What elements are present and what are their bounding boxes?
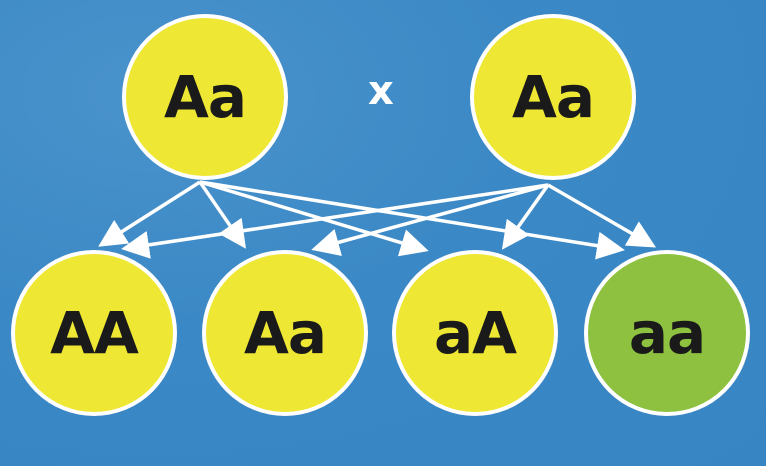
arrow-p1-to-aa: [199, 180, 625, 260]
arrow-p1-to-AA: [98, 180, 201, 247]
offspring-circle-aa: aa: [584, 250, 750, 416]
parent-2-genotype: Aa: [511, 63, 595, 131]
offspring-circle-AA: AA: [11, 250, 177, 416]
offspring-circle-aA: aA: [392, 250, 558, 416]
offspring-circle-Aa: Aa: [202, 250, 368, 416]
parent-1-genotype: Aa: [163, 63, 247, 131]
offspring-genotype: aA: [433, 299, 517, 367]
arrow-p2-to-Aa: [311, 183, 549, 256]
parent-2-circle: Aa: [470, 14, 636, 180]
offspring-genotype: aa: [628, 299, 706, 367]
arrow-p2-to-aA: [501, 183, 550, 250]
offspring-genotype: AA: [50, 299, 139, 367]
arrow-p2-to-AA: [121, 183, 549, 259]
cross-symbol: x: [368, 68, 394, 114]
offspring-genotype: Aa: [243, 299, 327, 367]
arrow-p2-to-aa: [547, 183, 657, 248]
parent-1-circle: Aa: [122, 14, 288, 180]
arrow-p1-to-aA: [199, 180, 429, 257]
